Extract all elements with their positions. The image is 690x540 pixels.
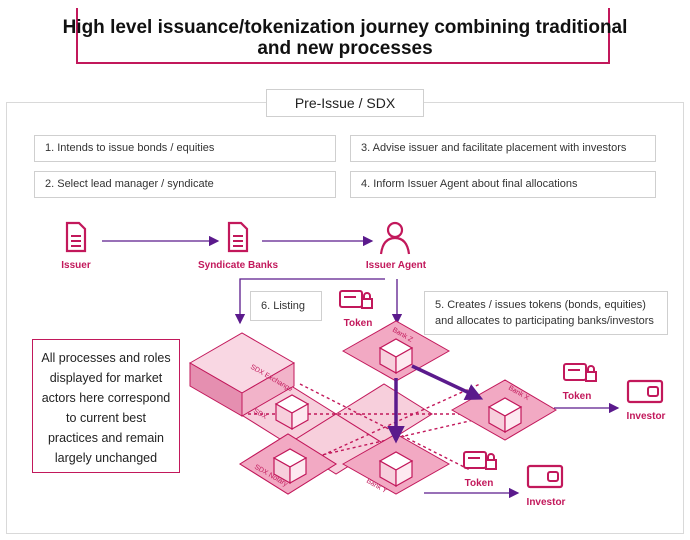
token-label: Token [464,478,494,489]
side-note-line: practices and remain [47,431,165,445]
step-1: 1. Intends to issue bonds / equities [34,135,336,162]
sdx-exchange-block [188,332,296,417]
token-icon [463,451,497,470]
step-5-box: 5. Creates / issues tokens (bonds, equit… [424,291,668,335]
side-note-line: largely unchanged [54,451,158,465]
issuer-document-icon [65,221,87,253]
step-5-line2: and allocates to participating banks/inv… [435,315,654,327]
node-cube [487,397,523,434]
step-5-line1: 5. Creates / issues tokens (bonds, equit… [435,299,646,311]
title-frame [76,8,610,64]
page-title-line2: and new processes [257,38,433,59]
side-note-line: to current best [66,411,146,425]
distribution-arrow-bank-x [411,364,484,400]
investor-label: Investor [526,497,566,508]
node-cube [272,448,308,485]
wallet-icon [626,379,664,404]
side-note-line: displayed for market [49,371,163,385]
node-cube [378,451,414,488]
syndicate-document-icon [227,221,249,253]
step-3: 3. Advise issuer and facilitate placemen… [350,135,656,162]
side-note-line: actors here correspond [41,391,171,405]
issuer-agent-label: Issuer Agent [365,260,427,271]
investor-label: Investor [626,411,666,422]
step-4: 4. Inform Issuer Agent about final alloc… [350,171,656,198]
arrow-agent-to-listing [234,278,385,325]
token-icon [563,363,597,382]
step-2: 2. Select lead manager / syndicate [34,171,336,198]
listing-box: 6. Listing [250,291,322,321]
token-label: Token [343,318,373,329]
syndicate-banks-label: Syndicate Banks [197,260,279,271]
token-label: Token [562,391,592,402]
node-cube [274,394,310,431]
side-note-line: All processes and roles [41,351,171,365]
token-icon [339,290,373,309]
node-cube [378,338,414,375]
issuer-label: Issuer [61,260,91,271]
section-title: Pre-Issue / SDX [266,89,424,117]
side-note: All processes and roles displayed for ma… [32,339,180,473]
wallet-icon [526,464,564,489]
page-title-line1: High level issuance/tokenization journey… [62,17,628,38]
issuer-agent-person-icon [379,221,411,255]
